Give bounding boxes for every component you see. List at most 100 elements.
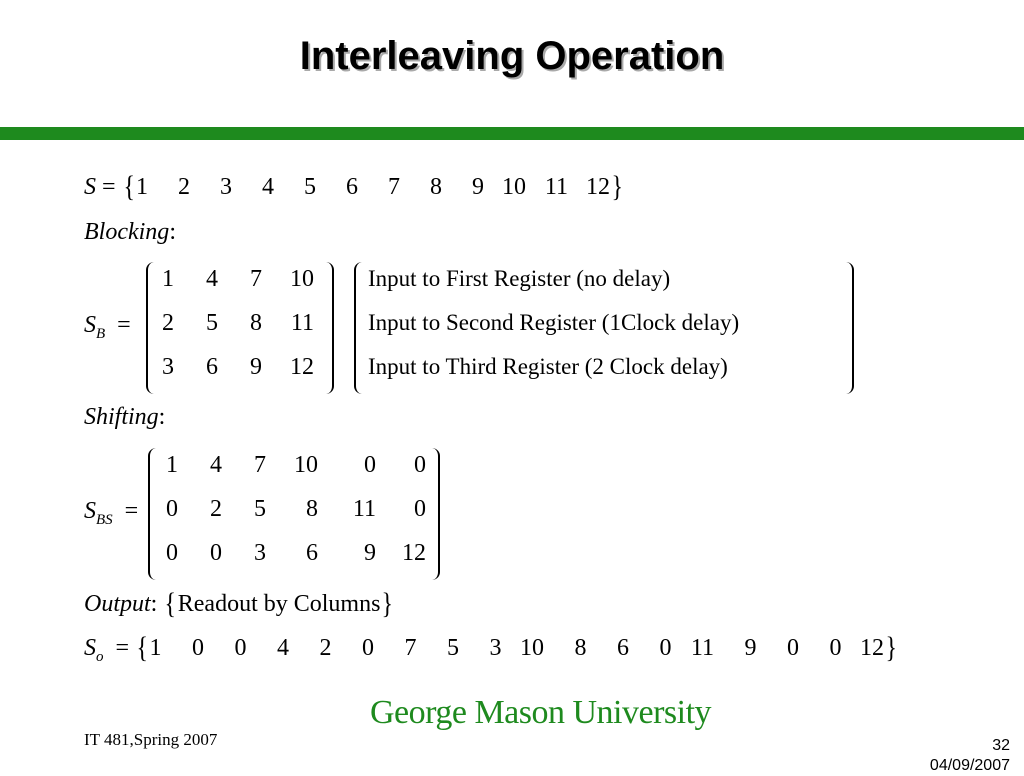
sequence-value: 2 bbox=[319, 635, 332, 661]
sequence-value: 7 bbox=[404, 635, 417, 661]
sequence-value: 8 bbox=[429, 174, 442, 200]
matrix-cell: 7 bbox=[254, 452, 266, 478]
sb-notes: Input to First Register (no delay) Input … bbox=[354, 262, 864, 394]
sequence-value: 7 bbox=[387, 174, 400, 200]
matrix-cell: 4 bbox=[210, 452, 222, 478]
shifting-label: Shifting bbox=[84, 404, 159, 430]
output-close-brace: } bbox=[381, 587, 394, 620]
matrix-cell: 0 bbox=[414, 452, 426, 478]
matrix-cell: 3 bbox=[254, 540, 266, 566]
slide-title: Interleaving Operation bbox=[299, 34, 725, 78]
sbs-subscript: BS bbox=[96, 512, 113, 528]
sequence-value: 0 bbox=[659, 635, 672, 661]
sequence-value: 5 bbox=[446, 635, 459, 661]
matrix-cell: 0 bbox=[210, 540, 222, 566]
output-label: Output bbox=[84, 591, 151, 617]
footer-right: 32 04/09/2007 bbox=[930, 736, 1010, 776]
slide-date: 04/09/2007 bbox=[929, 757, 1010, 774]
matrix-right-brace bbox=[430, 448, 440, 580]
matrix-cell: 1 bbox=[162, 266, 174, 292]
sequence-value: 12 bbox=[859, 635, 884, 661]
output-line: Output: {Readout by Columns} bbox=[84, 587, 395, 620]
open-brace: { bbox=[122, 170, 135, 203]
sequence-value: 11 bbox=[690, 635, 714, 661]
matrix-cell: 8 bbox=[306, 496, 318, 522]
sequence-value: 11 bbox=[544, 174, 568, 200]
register-note: Input to Second Register (1Clock delay) bbox=[368, 310, 740, 335]
matrix-cell: 1 bbox=[166, 452, 178, 478]
sbs-equals: = bbox=[124, 498, 139, 524]
matrix-cell: 5 bbox=[254, 496, 266, 522]
matrix-cell: 9 bbox=[250, 354, 262, 380]
course-footer: IT 481,Spring 2007 bbox=[84, 730, 218, 749]
university-logo: George Mason University bbox=[370, 694, 712, 731]
sequence-value: 6 bbox=[345, 174, 358, 200]
sequence-value: 10 bbox=[501, 174, 526, 200]
blocking-colon: : bbox=[169, 219, 176, 245]
shifting-colon: : bbox=[158, 404, 166, 430]
matrix-cell: 12 bbox=[290, 354, 314, 380]
matrix-cell: 3 bbox=[162, 354, 174, 380]
sequence-value: 9 bbox=[744, 635, 757, 661]
sequence-value: 3 bbox=[489, 635, 502, 661]
sb-label: SB = bbox=[84, 311, 131, 342]
sequence-value: 1 bbox=[149, 635, 162, 661]
sequence-value: 0 bbox=[191, 635, 204, 661]
sequence-value: 0 bbox=[829, 635, 842, 661]
sb-symbol: S bbox=[84, 312, 96, 338]
notes-left-brace bbox=[354, 262, 364, 394]
matrix-cell: 0 bbox=[166, 496, 178, 522]
sequence-value: 3 bbox=[219, 174, 232, 200]
register-note: Input to First Register (no delay) bbox=[368, 266, 671, 291]
matrix-cell: 2 bbox=[162, 310, 174, 336]
sequence-value: 10 bbox=[519, 635, 544, 661]
so-close-brace: } bbox=[885, 631, 897, 664]
matrix-cell: 0 bbox=[166, 540, 178, 566]
matrix-left-brace bbox=[146, 262, 156, 394]
sequence-value: 1 bbox=[135, 174, 148, 200]
output-colon: : bbox=[150, 591, 158, 617]
equals-sign: = bbox=[102, 174, 116, 200]
matrix-cell: 10 bbox=[294, 452, 318, 478]
matrix-cell: 5 bbox=[206, 310, 218, 336]
matrix-right-brace bbox=[324, 262, 334, 394]
sequence-value: 5 bbox=[303, 174, 316, 200]
matrix-cell: 8 bbox=[250, 310, 262, 336]
matrix-cell: 0 bbox=[364, 452, 376, 478]
matrix-cell: 7 bbox=[250, 266, 262, 292]
output-open-brace: { bbox=[164, 587, 177, 620]
so-subscript: o bbox=[96, 649, 104, 665]
so-equals: = bbox=[115, 635, 130, 661]
close-brace: } bbox=[611, 170, 623, 203]
matrix-cell: 10 bbox=[290, 266, 314, 292]
sb-equals: = bbox=[117, 312, 131, 338]
output-description: Readout by Columns bbox=[177, 591, 381, 617]
matrix-cell: 12 bbox=[402, 540, 426, 566]
s-symbol: S bbox=[84, 174, 96, 200]
register-note: Input to Third Register (2 Clock delay) bbox=[368, 354, 728, 379]
matrix-cell: 9 bbox=[364, 540, 376, 566]
sequence-value: 4 bbox=[261, 174, 274, 200]
notes-right-brace bbox=[844, 262, 854, 394]
so-symbol: S bbox=[84, 635, 96, 661]
sbs-label: SBS = bbox=[84, 497, 138, 528]
matrix-cell: 6 bbox=[206, 354, 218, 380]
sequence-value: 12 bbox=[585, 174, 610, 200]
matrix-cell: 2 bbox=[210, 496, 222, 522]
page-number: 32 bbox=[992, 737, 1010, 754]
so-open-brace: { bbox=[136, 631, 149, 664]
sequence-value: 4 bbox=[276, 635, 289, 661]
sb-subscript: B bbox=[96, 326, 106, 342]
sbs-symbol: S bbox=[84, 498, 96, 524]
shifting-heading: Shifting: bbox=[84, 403, 165, 431]
blocking-heading: Blocking: bbox=[84, 218, 176, 246]
blocking-label: Blocking bbox=[84, 219, 170, 245]
